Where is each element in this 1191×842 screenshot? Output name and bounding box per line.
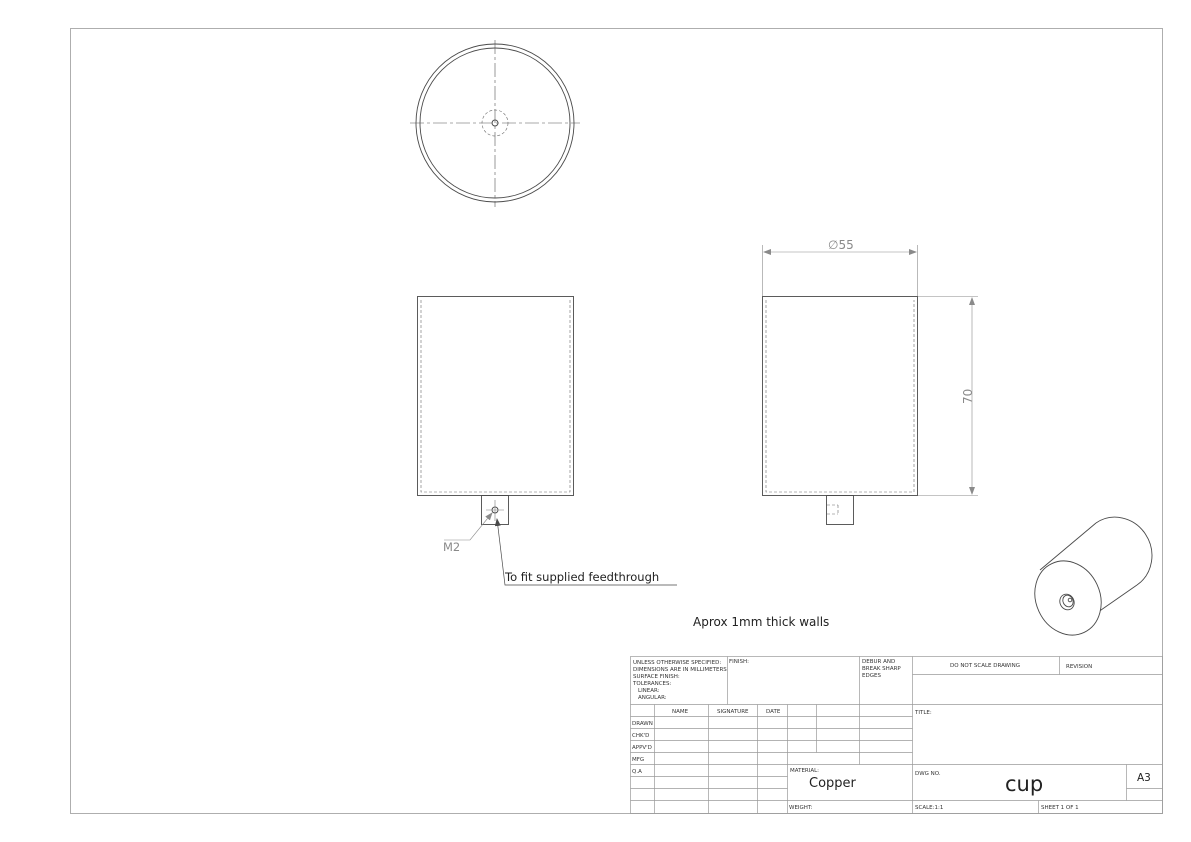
do-not-scale-note: DO NOT SCALE DRAWING xyxy=(950,663,1020,669)
front-view-inner-wall xyxy=(420,300,571,493)
dwg-no-value: cup xyxy=(1005,772,1043,796)
title-label: TITLE: xyxy=(914,710,932,716)
side-view-boss-hole xyxy=(827,504,839,515)
iso-boss-outer xyxy=(1059,593,1075,611)
deburr-line-1: DEBUR AND xyxy=(862,659,895,665)
isometric-view xyxy=(1034,516,1153,636)
side-view-boss xyxy=(826,495,854,525)
side-view-inner-wall xyxy=(765,300,915,493)
walls-note: Aprox 1mm thick walls xyxy=(693,615,829,629)
feedthrough-leader xyxy=(494,518,677,586)
feedthrough-note: To fit supplied feedthrough xyxy=(504,570,659,584)
note-line-3: SURFACE FINISH: xyxy=(633,674,680,680)
note-line-5: LINEAR: xyxy=(638,688,660,694)
diameter-dimension: ∅55 xyxy=(828,238,854,252)
row-label-qa: Q.A xyxy=(632,769,642,775)
iso-silhouette-top xyxy=(1039,522,1097,571)
sheet-size: A3 xyxy=(1137,772,1151,784)
deburr-line-3: EDGES xyxy=(862,673,881,679)
finish-label: FINISH: xyxy=(729,659,749,665)
side-view-body xyxy=(762,296,918,496)
dwg-no-label: DWG NO. xyxy=(915,771,941,777)
iso-boss-inner xyxy=(1062,594,1074,608)
top-view xyxy=(410,40,580,207)
iso-back-rim xyxy=(1095,516,1153,586)
height-dimension: 70 xyxy=(961,389,975,404)
row-label-checked: CHK'D xyxy=(632,733,649,739)
row-label-drawn: DRAWN xyxy=(632,721,653,727)
sheet-number: SHEET 1 OF 1 xyxy=(1041,805,1079,811)
material-label: MATERIAL: xyxy=(790,768,819,774)
front-view: M2 To fit supplied feedthrough xyxy=(417,296,677,586)
row-label-mfg: MFG xyxy=(632,757,644,763)
thread-callout: M2 xyxy=(443,540,460,554)
deburr-line-2: BREAK SHARP xyxy=(862,666,901,672)
col-header-signature: SIGNATURE xyxy=(717,709,749,715)
revision-label: REVISION xyxy=(1066,664,1092,670)
weight-label: WEIGHT: xyxy=(789,805,813,811)
title-block: UNLESS OTHERWISE SPECIFIED: DIMENSIONS A… xyxy=(630,656,1163,814)
iso-boss-hole xyxy=(1067,597,1073,603)
thread-leader xyxy=(444,512,493,541)
material-value: Copper xyxy=(809,776,857,791)
note-line-4: TOLERANCES: xyxy=(632,681,672,687)
note-line-2: DIMENSIONS ARE IN MILLIMETERS xyxy=(633,667,727,673)
front-view-body xyxy=(417,296,574,496)
note-line-1: UNLESS OTHERWISE SPECIFIED: xyxy=(633,660,721,666)
col-header-date: DATE xyxy=(766,709,781,715)
row-label-approved: APPV'D xyxy=(632,745,652,751)
side-view: ∅55 70 xyxy=(762,238,978,525)
scale-label: SCALE:1:1 xyxy=(915,805,943,811)
iso-front-face xyxy=(1034,560,1102,636)
col-header-name: NAME xyxy=(672,709,689,715)
sheet-border xyxy=(70,28,1163,814)
note-line-6: ANGULAR: xyxy=(638,695,667,701)
